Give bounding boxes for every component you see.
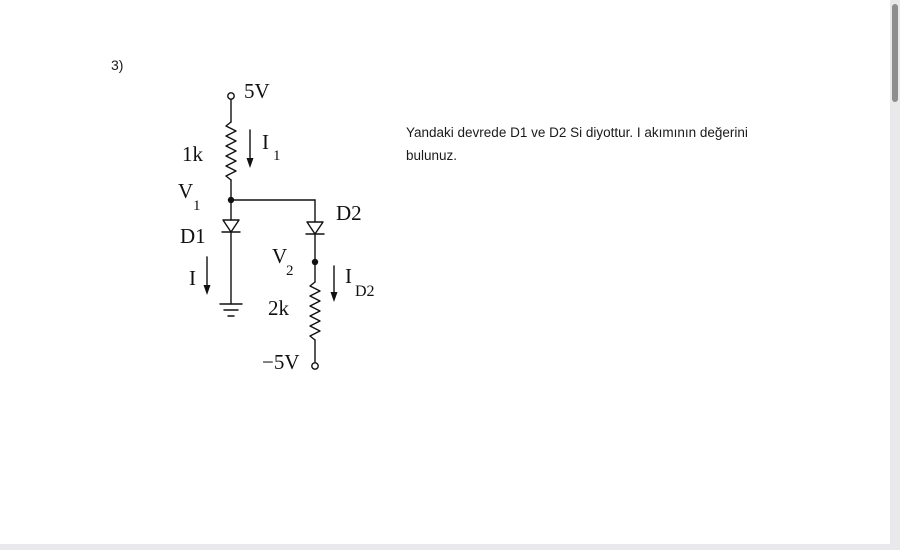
d1-label: D1 — [180, 224, 206, 248]
v2-node-dot — [311, 258, 319, 266]
question-number: 3) — [111, 57, 124, 73]
scrollbar-track[interactable] — [890, 0, 900, 550]
scrollbar-thumb[interactable] — [892, 4, 898, 102]
diode-d2 — [306, 221, 324, 235]
resistor-r1 — [225, 121, 237, 181]
i1-label: I — [262, 130, 269, 154]
d2-label: D2 — [336, 201, 362, 225]
v1-label: V — [178, 179, 193, 203]
document-page: 3) Yandaki devrede D1 ve D2 Si diyottur.… — [0, 0, 890, 544]
supply-5v-label: 5V — [244, 79, 270, 103]
v1-subscript: 1 — [193, 198, 201, 214]
v2-subscript: 2 — [286, 263, 294, 279]
id2-subscript: D2 — [355, 283, 375, 300]
i-label: I — [189, 266, 196, 290]
v2-label: V — [272, 244, 287, 268]
question-text: Yandaki devrede D1 ve D2 Si diyottur. I … — [406, 125, 748, 163]
diode-d1 — [222, 219, 240, 233]
top-terminal — [227, 92, 235, 100]
v1-node-dot — [227, 196, 235, 204]
id2-label: I — [345, 264, 352, 288]
bottom-terminal — [311, 362, 319, 370]
r1-value-label: 1k — [182, 142, 204, 166]
r2-value-label: 2k — [268, 296, 290, 320]
supply-minus5v-label: −5V — [262, 350, 300, 374]
resistor-r2 — [309, 281, 321, 341]
i1-subscript: 1 — [273, 148, 281, 164]
